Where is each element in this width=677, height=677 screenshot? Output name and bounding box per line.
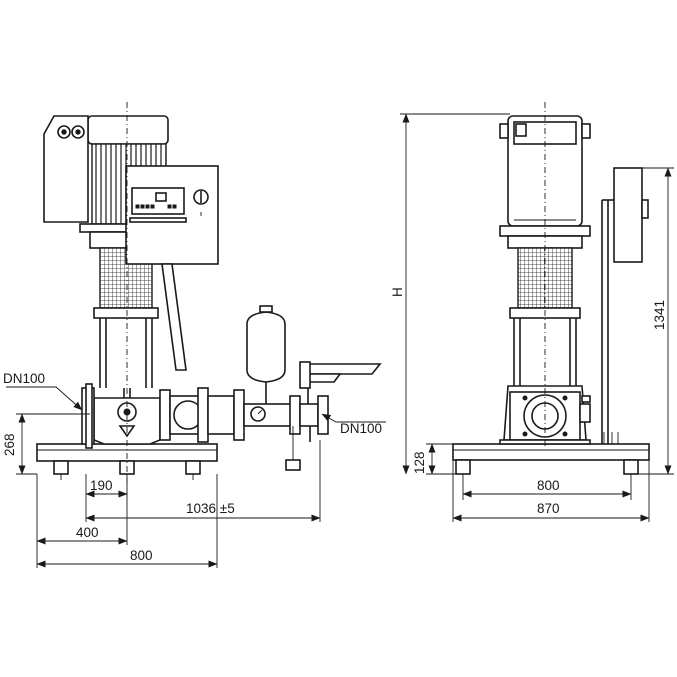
inlet-dn-label: DN100 (3, 371, 45, 386)
dim-H: H (390, 287, 405, 297)
dim-800-front: 800 (130, 548, 153, 563)
front-pump-column (93, 307, 159, 388)
dim-1341: 1341 (652, 300, 667, 330)
front-control-panel (125, 165, 219, 371)
dim-128: 128 (412, 451, 427, 474)
dim-400: 400 (76, 525, 99, 540)
side-dimensions: H 128 1341 800 870 (390, 113, 674, 522)
dim-800-side: 800 (537, 478, 560, 493)
dim-870: 870 (537, 501, 560, 516)
front-dimensions: DN100 268 190 1036 ±5 400 800 DN100 (2, 371, 386, 568)
front-terminal-box (43, 115, 89, 223)
front-view (36, 102, 382, 496)
front-pressure-vessel (246, 305, 286, 404)
dim-190: 190 (90, 478, 113, 493)
side-base-frame (452, 443, 650, 480)
side-control-panel (601, 167, 649, 444)
outlet-dn-label: DN100 (340, 421, 382, 436)
front-base-frame (36, 443, 218, 480)
side-view (452, 102, 650, 480)
front-pump-housing (81, 383, 161, 449)
dim-268: 268 (2, 433, 17, 456)
dim-1036: 1036 ±5 (186, 501, 235, 516)
side-pump-housing (499, 385, 591, 445)
front-outlet-pipe (299, 361, 382, 389)
